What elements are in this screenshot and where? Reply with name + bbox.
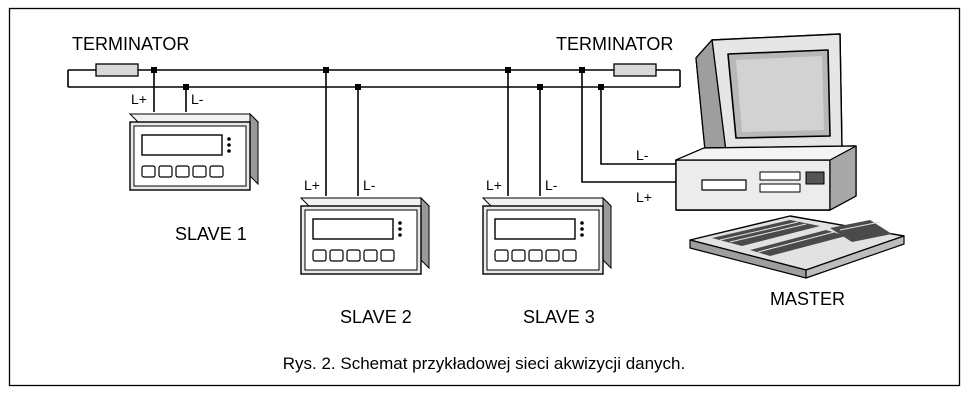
slave1-device — [129, 113, 259, 191]
slave2-l-plus-label: L+ — [304, 177, 320, 193]
slave2-l-minus-label: L- — [363, 177, 376, 193]
master-label: MASTER — [770, 289, 845, 309]
master-computer — [675, 33, 905, 279]
slave2-device — [300, 197, 430, 275]
master-l-plus-wire — [581, 70, 688, 183]
master-l-plus-label: L+ — [636, 189, 652, 205]
slave3-l-minus-label: L- — [545, 177, 558, 193]
slave3-label: SLAVE 3 — [523, 307, 595, 327]
master-l-minus-label: L- — [636, 147, 649, 163]
slave1-l-plus-label: L+ — [131, 91, 147, 107]
drive-bay — [701, 179, 747, 191]
junction-dots — [151, 67, 604, 90]
slave3-device — [482, 197, 612, 275]
slave2-label: SLAVE 2 — [340, 307, 412, 327]
figure-caption: Rys. 2. Schemat przykładowej sieci akwiz… — [283, 354, 685, 373]
terminator-left-resistor — [95, 63, 139, 77]
terminator-left-label: TERMINATOR — [72, 34, 189, 54]
terminator-right-label: TERMINATOR — [556, 34, 673, 54]
slave1-l-minus-label: L- — [191, 91, 204, 107]
slave1-label: SLAVE 1 — [175, 224, 247, 244]
figure-frame — [8, 7, 961, 387]
data-bus — [67, 69, 681, 88]
master-l-minus-wire — [600, 87, 688, 165]
slave3-l-plus-label: L+ — [486, 177, 502, 193]
terminator-right-resistor — [613, 63, 657, 77]
